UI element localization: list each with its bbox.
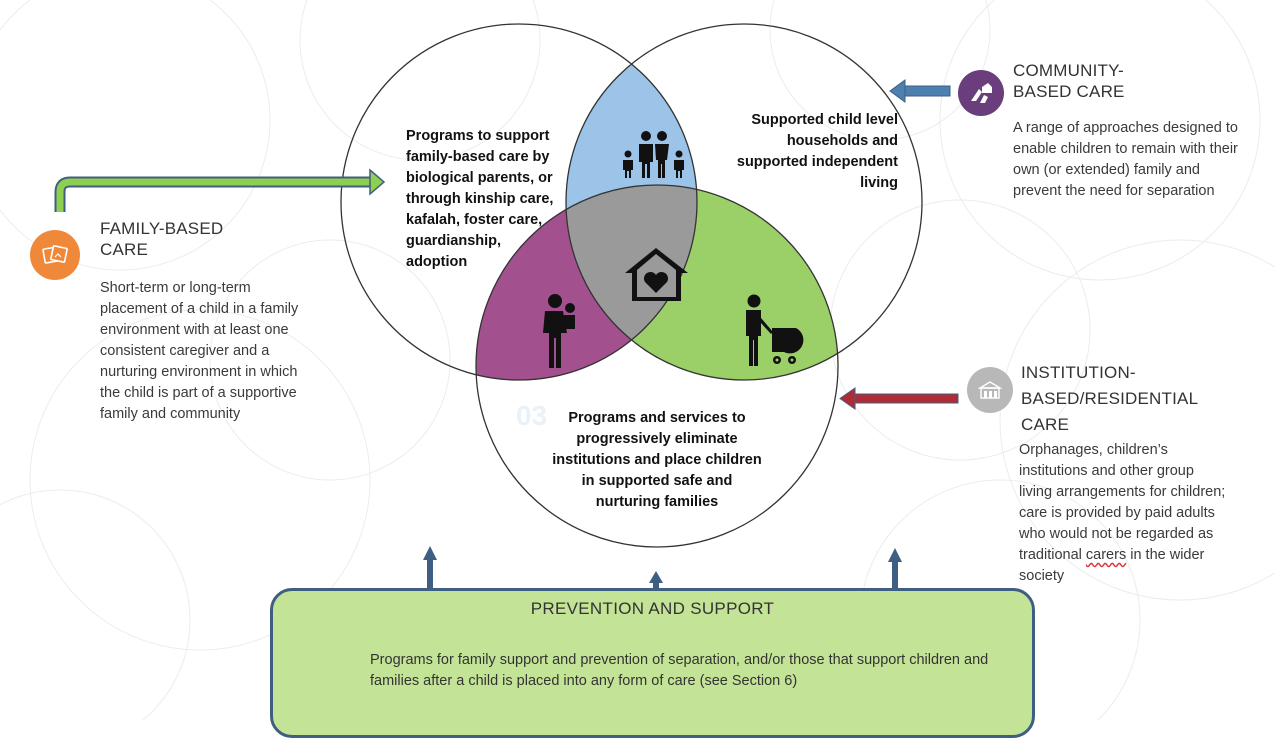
family-icon [623,131,684,178]
family-circle-text: Programs to support family-based care by… [406,128,554,270]
community-care-description: A range of approaches designed to enable… [1013,120,1238,199]
watermark-number: 03 [516,400,548,431]
institution-arrow [839,387,959,410]
institution-circle-text: Programs and services to progressively e… [552,410,762,510]
community-circle-text: Supported child level households and sup… [736,112,898,191]
building-icon [978,381,1002,399]
background-pattern [0,0,1275,720]
community-care-title: COMMUNITY-BASED CARE [1013,61,1125,101]
circle-institution [475,184,839,548]
family-care-title: FAMILY-BASED CARE [100,219,224,259]
house-heart-icon [625,248,688,301]
up-arrows [423,546,902,590]
institution-desc-end: in the wider society [1019,547,1205,584]
photos-icon [42,245,68,264]
hands-house-icon [971,83,992,103]
family-arrow [54,168,386,212]
family-care-icon-badge [30,230,80,280]
prevention-support-box: PREVENTION AND SUPPORT Programs for fami… [270,588,1035,738]
institution-desc-main: Orphanages, children’s institutions and … [1019,442,1226,563]
institution-desc-underlined: carers [1085,547,1127,563]
adult-carrying-child-icon [543,294,575,368]
prevention-title: PREVENTION AND SUPPORT [530,599,775,618]
circle-community [565,23,923,381]
adult-with-stroller-icon [746,294,804,366]
community-care-icon-badge [958,70,1004,116]
institution-care-icon-badge [967,367,1013,413]
community-arrow [889,79,951,103]
venn-diagram [0,0,1275,720]
prevention-description: Programs for family support and preventi… [370,652,989,689]
family-care-description: Short-term or long-term placement of a c… [100,280,299,422]
institution-care-description: Orphanages, children’s institutions and … [1019,440,1229,587]
institution-care-title: INSTITUTION-BASED/RESIDENTIAL CARE [1021,363,1198,434]
circle-family [340,23,698,381]
